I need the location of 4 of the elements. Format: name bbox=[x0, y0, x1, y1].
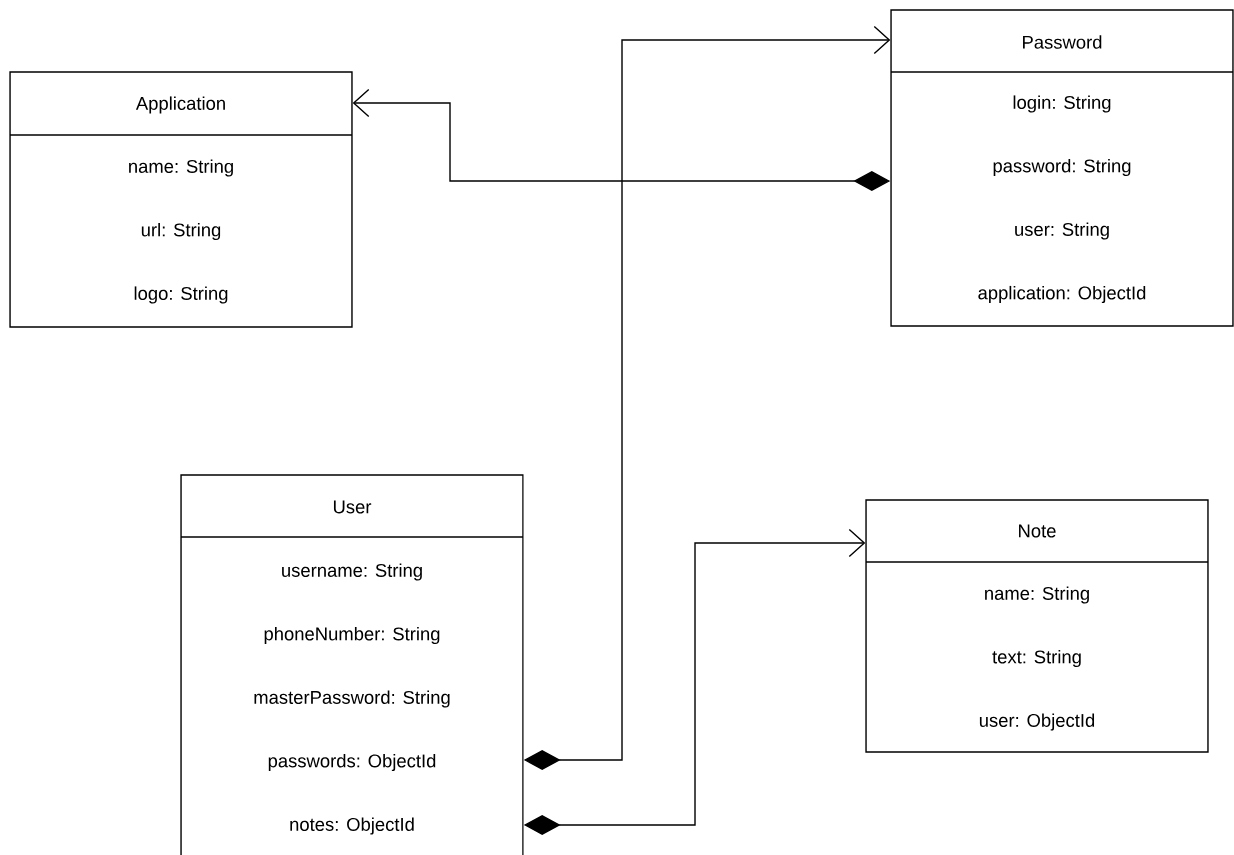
class-box: Application name: String url: String logo: String bbox=[9, 71, 353, 328]
class-box: User username: String phoneNumber: String masterPassword: String passwords: ObjectId notes: ObjectId bbox=[180, 474, 524, 855]
class-box: Password login: String password: String user: String application: ObjectId bbox=[890, 9, 1234, 327]
class-box: Note name: String text: String user: ObjectId bbox=[865, 499, 1209, 753]
